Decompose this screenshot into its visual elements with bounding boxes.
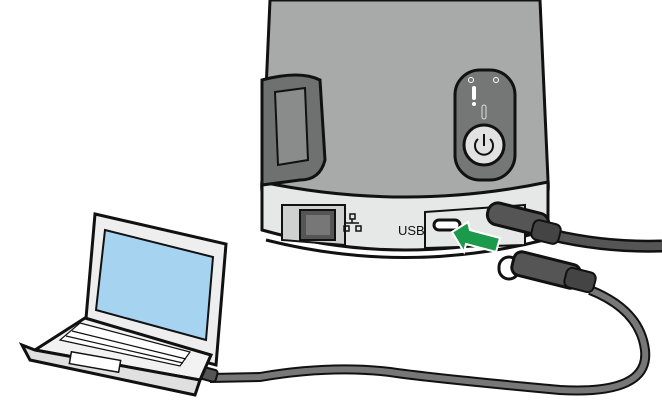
laptop-screen [94,228,215,342]
power-cable [485,201,662,253]
laptop [18,212,228,397]
lan-icon [343,213,362,232]
insert-arrow-icon [450,220,502,255]
usb-port-label: USB [398,223,425,238]
power-icon [474,134,494,156]
exclamation-icon [472,86,476,106]
keyboard [58,322,191,367]
usb-cable [195,250,651,396]
lan-port[interactable] [281,204,346,247]
power-button[interactable] [462,123,506,167]
handle-recess [260,73,327,187]
trackpad [68,350,122,374]
